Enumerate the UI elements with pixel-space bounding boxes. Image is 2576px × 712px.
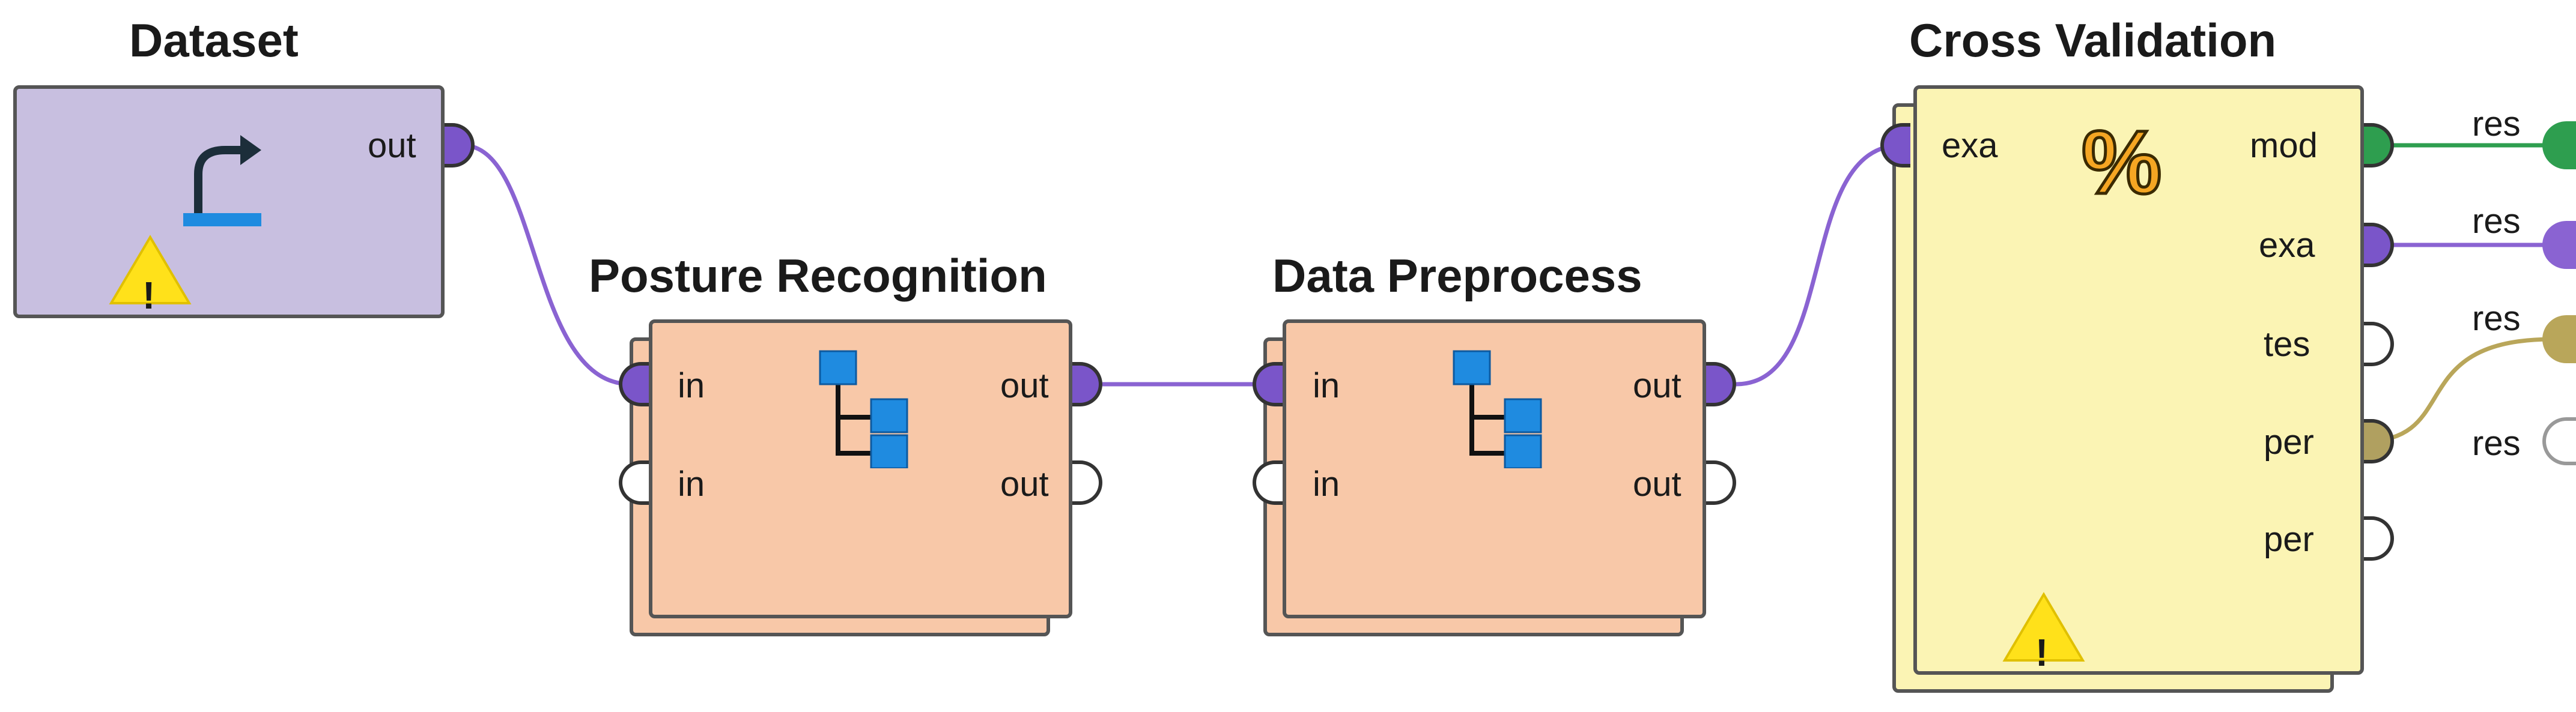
posture-in1-label: in <box>678 366 705 405</box>
wire-cv-per-to-res <box>2363 337 2554 444</box>
dataset-out-label: out <box>368 126 416 165</box>
posture-in-port-2[interactable] <box>619 460 649 505</box>
wire-preprocess-to-cv <box>1736 143 1902 387</box>
dataset-operator[interactable] <box>13 85 445 318</box>
subprocess-tree-icon <box>1453 350 1542 468</box>
posture-in-port-1[interactable] <box>619 362 649 406</box>
cv-out-label-per1: per <box>2264 423 2314 462</box>
result-label-4: res <box>2472 424 2521 463</box>
preprocess-out2-label: out <box>1633 465 1681 504</box>
cv-out-label-per2: per <box>2264 520 2314 559</box>
posture-in2-label: in <box>678 465 705 504</box>
cv-out-label-mod: mod <box>2250 126 2318 165</box>
warning-icon <box>2002 592 2085 662</box>
posture-out1-label: out <box>1000 366 1049 405</box>
result-label-2: res <box>2472 202 2521 241</box>
cv-out-label-exa: exa <box>2259 226 2315 265</box>
preprocess-out1-label: out <box>1633 366 1681 405</box>
data-preprocess-operator[interactable] <box>1283 319 1706 618</box>
result-port-2[interactable] <box>2542 221 2576 269</box>
posture-out2-label: out <box>1000 465 1049 504</box>
retrieve-arrow-icon <box>183 135 261 226</box>
posture-recognition-title: Posture Recognition <box>589 249 1047 302</box>
dataset-warning-mark: ! <box>142 274 156 317</box>
result-port-4[interactable] <box>2542 417 2576 465</box>
wire-dataset-to-posture <box>462 143 631 387</box>
cv-exa-in-label: exa <box>1942 126 1998 165</box>
dataset-title: Dataset <box>129 14 299 67</box>
posture-recognition-operator[interactable] <box>649 319 1072 618</box>
result-port-1[interactable] <box>2542 121 2576 169</box>
percent-icon: % <box>2080 112 2163 213</box>
warning-icon <box>109 235 192 304</box>
cv-warning-mark: ! <box>2035 631 2049 674</box>
cross-validation-title: Cross Validation <box>1909 14 2277 67</box>
result-port-3[interactable] <box>2542 315 2576 363</box>
cv-per-out-port-2[interactable] <box>2364 516 2394 561</box>
subprocess-tree-icon <box>819 350 908 468</box>
result-label-1: res <box>2472 104 2521 143</box>
cross-validation-operator[interactable] <box>1913 85 2364 675</box>
data-preprocess-title: Data Preprocess <box>1272 249 1642 302</box>
result-label-3: res <box>2472 299 2521 338</box>
cv-out-label-tes: tes <box>2264 325 2310 364</box>
preprocess-in2-label: in <box>1313 465 1340 504</box>
preprocess-in1-label: in <box>1313 366 1340 405</box>
